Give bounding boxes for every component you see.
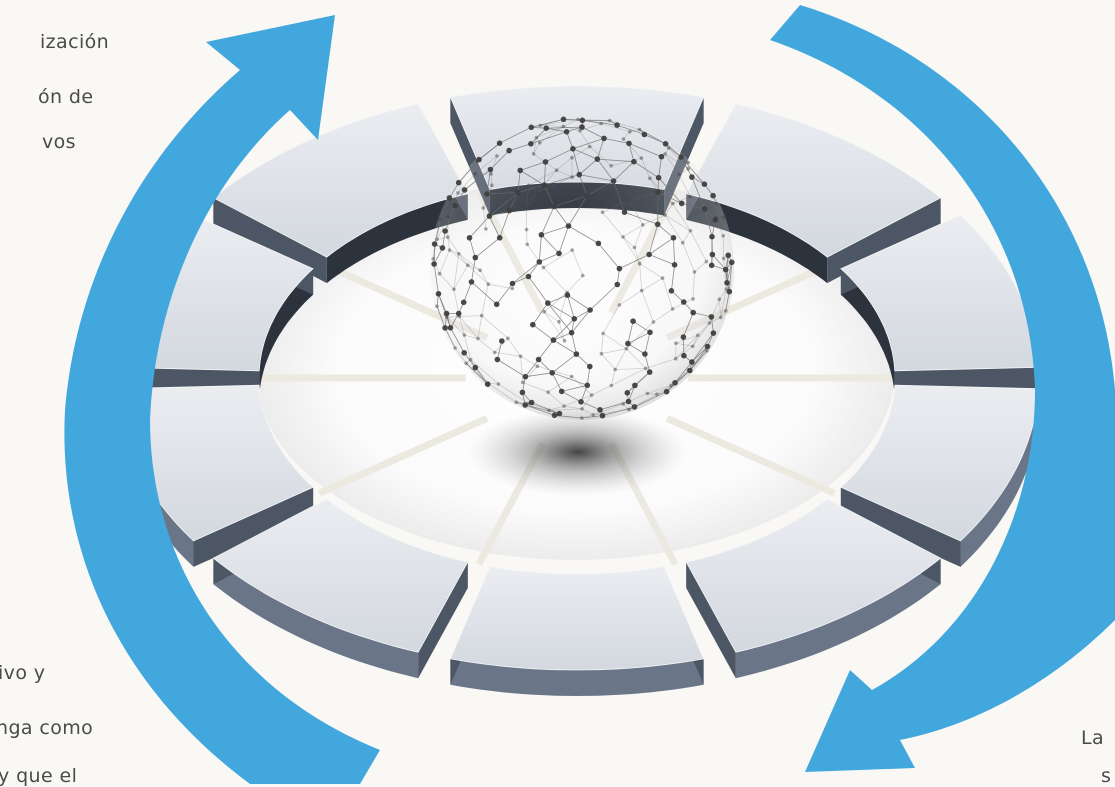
left-bottom-text-2: nga como [0,717,93,739]
left-bottom-text-1: ivo y [0,662,45,684]
left-top-text-3: vos [42,131,76,153]
globe-shadow [468,408,688,496]
left-top-text-2: ón de [38,86,93,108]
right-bottom-text-1: La [1081,727,1104,749]
wireframe-network-globe-icon [430,116,735,420]
ring-segment [450,567,703,697]
left-top-text-1: ización [40,31,109,53]
